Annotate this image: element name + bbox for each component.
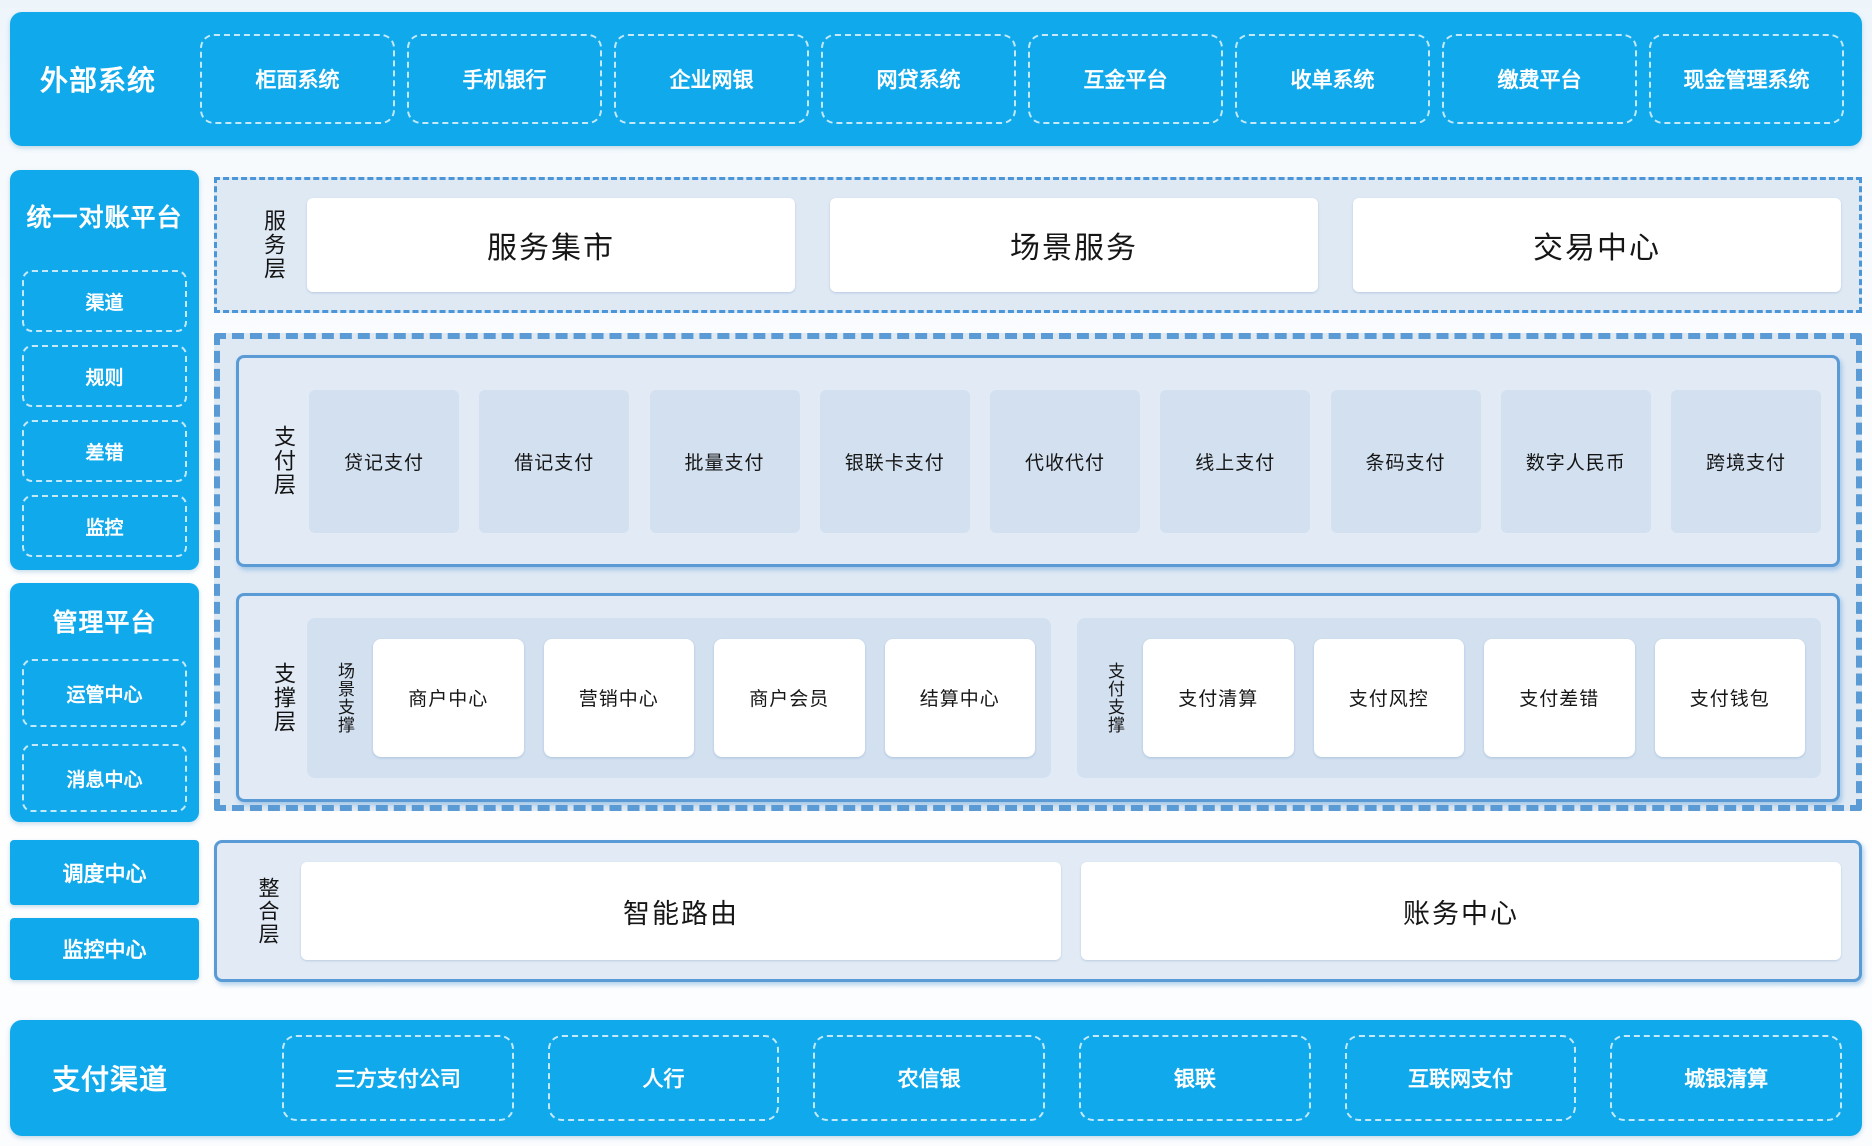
service-boxes: 服务集市 场景服务 交易中心 <box>307 198 1841 292</box>
management-item: 运管中心 <box>22 659 187 727</box>
payment-box: 条码支付 <box>1330 389 1481 533</box>
payment-support-container: 支付层 贷记支付 借记支付 批量支付 银联卡支付 代收代付 线上支付 条码支付 … <box>214 333 1862 811</box>
payment-boxes: 贷记支付 借记支付 批量支付 银联卡支付 代收代付 线上支付 条码支付 数字人民… <box>309 389 1821 533</box>
main-layers: 服务层 服务集市 场景服务 交易中心 支付层 贷记支付 借记支付 批量支付 银联… <box>214 177 1862 983</box>
external-system-item: 柜面系统 <box>200 34 395 124</box>
reconciliation-item: 监控 <box>22 495 187 557</box>
support-groups: 场景支撑 商户中心 营销中心 商户会员 结算中心 支付支撑 支付清算 支付风控 … <box>307 617 1821 778</box>
payment-support-group: 支付支撑 支付清算 支付风控 支付差错 支付钱包 <box>1077 617 1821 778</box>
reconciliation-platform-panel: 统一对账平台 渠道 规则 差错 监控 <box>10 170 199 570</box>
payment-box: 线上支付 <box>1160 389 1311 533</box>
payment-channel-item: 城银清算 <box>1610 1035 1843 1121</box>
payment-box: 数字人民币 <box>1500 389 1651 533</box>
payment-box: 贷记支付 <box>309 389 459 533</box>
reconciliation-platform-title: 统一对账平台 <box>26 204 183 232</box>
payment-box: 批量支付 <box>649 389 800 533</box>
integration-layer: 整合层 智能路由 账务中心 <box>214 840 1862 982</box>
management-platform-panel: 管理平台 运管中心 消息中心 <box>10 583 199 822</box>
payment-box: 银联卡支付 <box>819 389 970 533</box>
payment-support-box: 支付清算 <box>1143 638 1294 757</box>
management-platform-title: 管理平台 <box>52 609 157 637</box>
external-system-item: 网贷系统 <box>821 34 1016 124</box>
integration-box: 账务中心 <box>1081 862 1841 960</box>
payment-channel-item: 互联网支付 <box>1344 1035 1577 1121</box>
external-system-item: 收单系统 <box>1235 34 1430 124</box>
payment-channels-label: 支付渠道 <box>52 1064 169 1095</box>
payment-support-box: 支付差错 <box>1484 638 1635 757</box>
payment-channel-item: 三方支付公司 <box>282 1035 514 1121</box>
dispatch-center-box: 调度中心 <box>10 840 199 905</box>
service-box: 服务集市 <box>307 198 795 292</box>
service-layer: 服务层 服务集市 场景服务 交易中心 <box>214 177 1862 313</box>
reconciliation-item: 渠道 <box>22 270 187 332</box>
monitor-center-box: 监控中心 <box>10 918 199 980</box>
scene-support-box: 商户会员 <box>714 638 865 757</box>
integration-box: 智能路由 <box>301 862 1061 960</box>
service-box: 交易中心 <box>1353 198 1841 292</box>
reconciliation-item: 差错 <box>22 420 187 482</box>
external-system-item: 企业网银 <box>614 34 809 124</box>
service-box: 场景服务 <box>830 198 1318 292</box>
payment-channel-item: 农信银 <box>813 1035 1046 1121</box>
scene-support-group: 场景支撑 商户中心 营销中心 商户会员 结算中心 <box>307 617 1051 778</box>
payment-support-box: 支付钱包 <box>1654 638 1805 757</box>
payment-box: 借记支付 <box>479 389 630 533</box>
integration-layer-label: 整合层 <box>256 876 279 946</box>
payment-layer: 支付层 贷记支付 借记支付 批量支付 银联卡支付 代收代付 线上支付 条码支付 … <box>236 355 1840 567</box>
external-systems-label: 外部系统 <box>40 65 157 96</box>
support-layer-label: 支撑层 <box>271 661 296 734</box>
payment-box: 跨境支付 <box>1671 389 1821 533</box>
payment-box: 代收代付 <box>990 389 1140 533</box>
payment-channel-item: 人行 <box>547 1035 780 1121</box>
management-item: 消息中心 <box>22 744 187 812</box>
payment-layer-label: 支付层 <box>271 425 296 497</box>
scene-support-box: 结算中心 <box>884 638 1035 757</box>
external-systems-bar: 外部系统 柜面系统 手机银行 企业网银 网贷系统 互金平台 收单系统 缴费平台 … <box>10 12 1862 146</box>
integration-boxes: 智能路由 账务中心 <box>301 862 1841 960</box>
payment-support-box: 支付风控 <box>1313 638 1464 757</box>
scene-support-label: 场景支撑 <box>335 661 354 734</box>
scene-support-box: 营销中心 <box>543 638 694 757</box>
external-system-item: 互金平台 <box>1028 34 1223 124</box>
service-layer-label: 服务层 <box>261 209 286 281</box>
reconciliation-item: 规则 <box>22 345 187 407</box>
payment-channels-bar: 支付渠道 三方支付公司 人行 农信银 银联 互联网支付 城银清算 <box>10 1020 1862 1136</box>
external-system-item: 现金管理系统 <box>1649 34 1844 124</box>
payment-channel-item: 银联 <box>1079 1035 1311 1121</box>
external-system-item: 手机银行 <box>407 34 602 124</box>
support-layer: 支撑层 场景支撑 商户中心 营销中心 商户会员 结算中心 支付支撑 支付清算 支… <box>236 593 1840 802</box>
left-sidebar: 统一对账平台 渠道 规则 差错 监控 管理平台 运管中心 消息中心 调度中心 监… <box>10 170 199 980</box>
external-system-item: 缴费平台 <box>1442 34 1637 124</box>
payment-support-label: 支付支撑 <box>1105 661 1124 734</box>
scene-support-box: 商户中心 <box>373 638 524 757</box>
